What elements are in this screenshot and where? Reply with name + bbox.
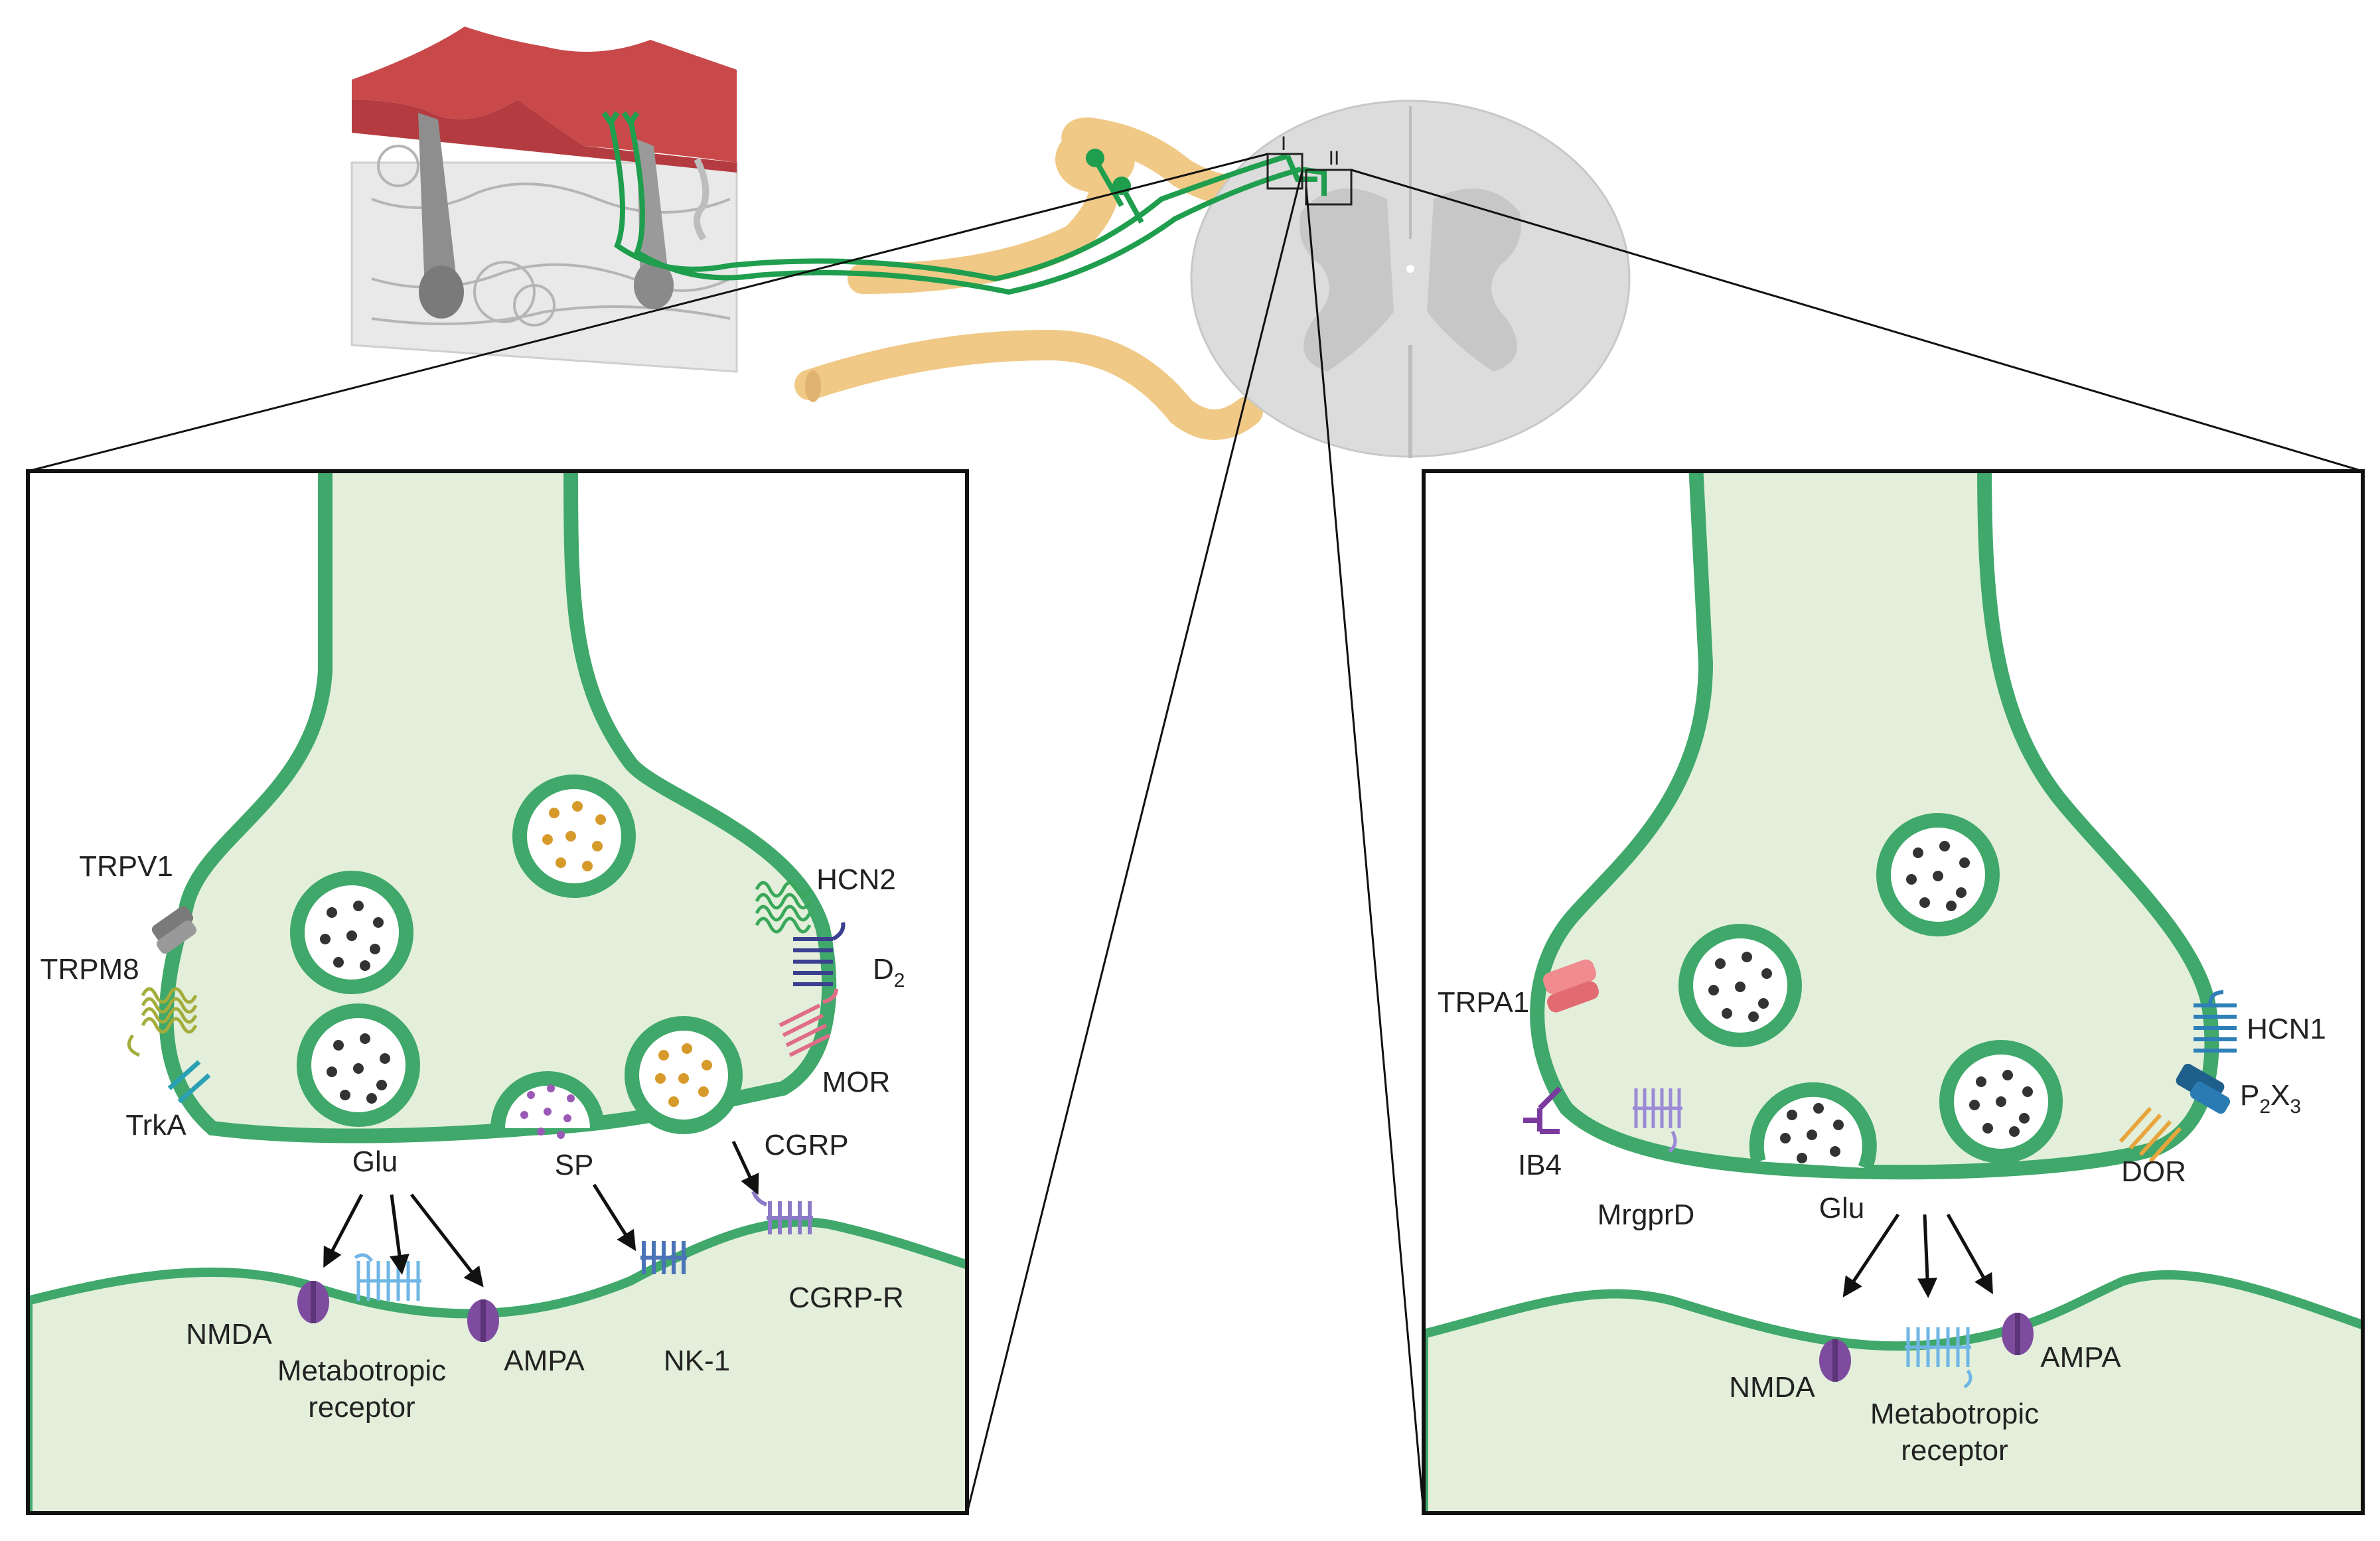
trpm8-receptor-icon <box>127 987 198 1057</box>
right-vesicle-glu-1 <box>1876 813 2000 936</box>
left-nmda-label: NMDA <box>186 1318 272 1351</box>
left-ampa-receptor-icon <box>467 1299 499 1342</box>
zoom-lines <box>27 153 2363 1514</box>
left-ampa-label: AMPA <box>504 1345 585 1377</box>
dor-receptor-icon <box>2119 1106 2182 1163</box>
d2-label: D2 <box>873 953 905 991</box>
lamina-i-label: I <box>1281 133 1286 155</box>
right-nmda-label: NMDA <box>1729 1371 1815 1404</box>
p2x3-channel-icon <box>2176 1063 2231 1114</box>
left-metabotropic-label-line1: Metabotropic <box>277 1355 446 1387</box>
right-vesicle-glu-2 <box>1678 924 1802 1047</box>
left-vesicle-glu-2 <box>297 1003 420 1127</box>
cgrp-r-label: CGRP-R <box>788 1282 904 1314</box>
right-glu-label: Glu <box>1819 1192 1864 1224</box>
left-postsynaptic-membrane <box>28 1217 967 1513</box>
left-arrows <box>323 1140 759 1287</box>
left-nmda-receptor-icon <box>297 1281 329 1323</box>
trka-receptor-icon <box>167 1060 211 1104</box>
left-vesicle-sp <box>490 1071 605 1139</box>
nk1-label: NK-1 <box>664 1345 730 1377</box>
spinal-cord <box>1190 100 1631 458</box>
left-glu-label: Glu <box>352 1145 398 1178</box>
drg-soma-1 <box>1086 149 1104 167</box>
ib4-receptor-icon <box>1523 1086 1562 1134</box>
left-metabotropic-label-line2: receptor <box>308 1391 415 1424</box>
left-vesicle-glu-1 <box>290 871 413 994</box>
mor-label: MOR <box>822 1066 891 1098</box>
trpv1-label: TRPV1 <box>79 850 173 883</box>
hcn2-label: HCN2 <box>816 863 896 896</box>
mor-receptor-icon <box>779 988 838 1057</box>
hcn1-channel-icon <box>2194 990 2237 1053</box>
d2-receptor-icon <box>793 922 846 986</box>
sp-label: SP <box>555 1149 594 1181</box>
right-vesicle-glu-3 <box>1749 1082 1877 1171</box>
hcn2-channel-icon <box>755 881 812 934</box>
left-panel-frame <box>26 469 969 1515</box>
left-panel: TRPV1 TRPM8 TrkA HCN2 D2 MOR Glu SP CGRP… <box>26 469 969 1515</box>
cgrp-label: CGRP <box>764 1129 848 1161</box>
mrgprd-receptor-icon <box>1633 1088 1682 1153</box>
trpm8-label: TRPM8 <box>40 953 139 986</box>
mrgprd-label: MrgprD <box>1598 1199 1695 1231</box>
dor-label: DOR <box>2121 1155 2186 1188</box>
right-metabotropic-receptor-icon <box>1905 1327 1972 1389</box>
right-ampa-receptor-icon <box>2002 1313 2034 1355</box>
trpa1-channel-icon <box>1542 959 1599 1013</box>
right-nmda-receptor-icon <box>1819 1339 1851 1382</box>
trka-label: TrkA <box>125 1109 186 1141</box>
right-metabotropic-label-line2: receptor <box>1901 1434 2008 1467</box>
trpa1-label: TRPA1 <box>1438 986 1530 1019</box>
right-ampa-label: AMPA <box>2040 1341 2121 1374</box>
skin-block <box>350 27 738 373</box>
lamina-ii-label: II <box>1329 147 1340 169</box>
left-vesicle-cgrp-top <box>512 774 636 898</box>
right-arrows <box>1842 1213 1993 1298</box>
hcn1-label: HCN1 <box>2247 1013 2326 1045</box>
right-vesicle-glu-4 <box>1939 1040 2063 1163</box>
nk1-receptor-icon <box>640 1241 687 1274</box>
p2x3-label: P2X3 <box>2240 1079 2301 1118</box>
right-metabotropic-label-line1: Metabotropic <box>1870 1398 2039 1430</box>
left-vesicle-cgrp-bottom <box>625 1016 743 1134</box>
trpv1-channel-icon <box>151 906 196 954</box>
right-panel: TRPA1 IB4 MrgprD HCN1 P2X3 DOR Glu NMDA … <box>1422 469 2365 1515</box>
ib4-label: IB4 <box>1518 1149 1562 1181</box>
right-panel-frame <box>1422 469 2365 1515</box>
left-metabotropic-receptor-icon <box>354 1253 421 1301</box>
